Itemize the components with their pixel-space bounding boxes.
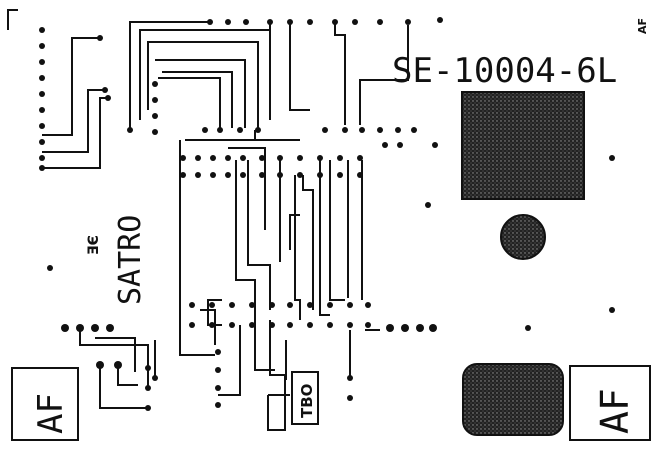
copper-traces (42, 21, 409, 431)
corner-bracket (7, 9, 18, 30)
corner-af-mark: AF (636, 18, 649, 34)
brand-logo: ƎЄ (86, 235, 102, 255)
ground-pad-lower (462, 363, 564, 436)
af-label-right-box: AF (569, 365, 651, 441)
tbo-label-box: TBO (291, 371, 319, 425)
af-label-right: AF (593, 388, 637, 434)
brand-label: SATRO (113, 215, 148, 305)
mounting-hole (500, 214, 546, 260)
solder-pads (39, 17, 643, 438)
af-label-left: AF (31, 393, 71, 434)
ground-pad-upper (461, 91, 585, 200)
af-label-left-box: AF (11, 367, 79, 441)
tbo-label: TBO (298, 384, 316, 418)
part-number-label: SE-10004-6L (392, 51, 617, 91)
